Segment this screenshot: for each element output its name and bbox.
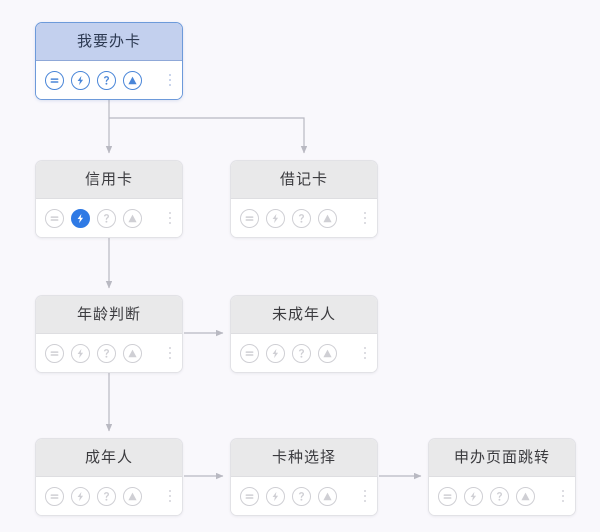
lightning-icon[interactable] — [71, 486, 90, 506]
alert-icon[interactable] — [318, 486, 337, 506]
node-title-age-check: 年龄判断 — [36, 296, 182, 334]
icon-row — [45, 343, 162, 363]
block-icon[interactable] — [45, 208, 64, 228]
help-icon[interactable] — [97, 486, 116, 506]
more-options-icon[interactable] — [359, 342, 371, 364]
alert-icon[interactable] — [318, 343, 337, 363]
node-title-adult: 成年人 — [36, 439, 182, 477]
node-title-minor: 未成年人 — [231, 296, 377, 334]
lightning-icon[interactable] — [71, 343, 90, 363]
lightning-icon[interactable] — [71, 208, 90, 228]
icon-row — [240, 208, 357, 228]
icon-row — [240, 486, 357, 506]
lightning-icon[interactable] — [266, 208, 285, 228]
help-icon[interactable] — [97, 208, 116, 228]
icon-row — [438, 486, 555, 506]
alert-icon[interactable] — [123, 70, 142, 90]
help-icon[interactable] — [292, 486, 311, 506]
node-title-credit-card: 信用卡 — [36, 161, 182, 199]
block-icon[interactable] — [240, 343, 259, 363]
node-credit-card[interactable]: 信用卡 — [35, 160, 183, 238]
node-title-card-type-select: 卡种选择 — [231, 439, 377, 477]
more-options-icon[interactable] — [359, 485, 371, 507]
lightning-icon[interactable] — [266, 343, 285, 363]
node-minor[interactable]: 未成年人 — [230, 295, 378, 373]
node-title-debit-card: 借记卡 — [231, 161, 377, 199]
alert-icon[interactable] — [516, 486, 535, 506]
node-root[interactable]: 我要办卡 — [35, 22, 183, 100]
more-options-icon[interactable] — [164, 207, 176, 229]
more-options-icon[interactable] — [164, 485, 176, 507]
icon-row — [240, 343, 357, 363]
node-toolbar-root — [36, 61, 182, 99]
node-apply-page-jump[interactable]: 申办页面跳转 — [428, 438, 576, 516]
help-icon[interactable] — [97, 343, 116, 363]
node-toolbar-card-type-select — [231, 477, 377, 515]
block-icon[interactable] — [240, 486, 259, 506]
node-debit-card[interactable]: 借记卡 — [230, 160, 378, 238]
help-icon[interactable] — [292, 208, 311, 228]
node-toolbar-age-check — [36, 334, 182, 372]
node-toolbar-credit-card — [36, 199, 182, 237]
help-icon[interactable] — [490, 486, 509, 506]
alert-icon[interactable] — [123, 486, 142, 506]
icon-row — [45, 70, 162, 90]
more-options-icon[interactable] — [164, 69, 176, 91]
block-icon[interactable] — [45, 486, 64, 506]
lightning-icon[interactable] — [266, 486, 285, 506]
lightning-icon[interactable] — [464, 486, 483, 506]
block-icon[interactable] — [240, 208, 259, 228]
alert-icon[interactable] — [123, 208, 142, 228]
icon-row — [45, 208, 162, 228]
node-toolbar-debit-card — [231, 199, 377, 237]
node-toolbar-adult — [36, 477, 182, 515]
more-options-icon[interactable] — [359, 207, 371, 229]
block-icon[interactable] — [45, 70, 64, 90]
edge-root-to-debit-card — [109, 117, 308, 154]
node-toolbar-apply-page-jump — [429, 477, 575, 515]
icon-row — [45, 486, 162, 506]
more-options-icon[interactable] — [557, 485, 569, 507]
block-icon[interactable] — [45, 343, 64, 363]
help-icon[interactable] — [97, 70, 116, 90]
block-icon[interactable] — [438, 486, 457, 506]
help-icon[interactable] — [292, 343, 311, 363]
node-title-apply-page-jump: 申办页面跳转 — [429, 439, 575, 477]
more-options-icon[interactable] — [164, 342, 176, 364]
lightning-icon[interactable] — [71, 70, 90, 90]
node-title-root: 我要办卡 — [36, 23, 182, 61]
node-card-type-select[interactable]: 卡种选择 — [230, 438, 378, 516]
alert-icon[interactable] — [318, 208, 337, 228]
node-adult[interactable]: 成年人 — [35, 438, 183, 516]
alert-icon[interactable] — [123, 343, 142, 363]
node-age-check[interactable]: 年龄判断 — [35, 295, 183, 373]
node-toolbar-minor — [231, 334, 377, 372]
